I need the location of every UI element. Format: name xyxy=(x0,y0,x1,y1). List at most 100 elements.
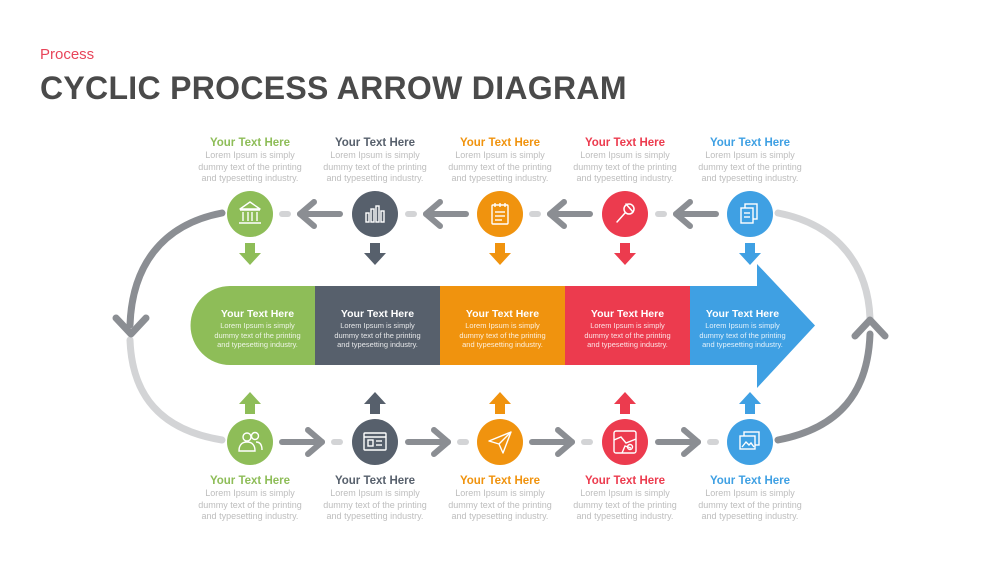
users-icon xyxy=(238,431,263,452)
left-loop-upper-arc xyxy=(126,209,226,329)
band-line: Lorem Ipsum is simply xyxy=(465,321,540,330)
down-arrow-slate xyxy=(364,243,386,265)
top-label-heading: Your Text Here xyxy=(209,137,291,149)
bottom-label-slate: Your Text Here Lorem Ipsum is simply dum… xyxy=(310,474,440,523)
bottom-label-line: dummy text of the printing xyxy=(448,499,552,510)
up-arrow-orange xyxy=(489,392,511,414)
top-label-green: Your Text Here Lorem Ipsum is simply dum… xyxy=(185,136,315,185)
top-label-line: Lorem Ipsum is simply xyxy=(330,150,420,160)
bottom-label-line: dummy text of the printing xyxy=(323,499,427,510)
band-segment-red xyxy=(565,286,690,365)
bottom-label-heading: Your Text Here xyxy=(459,475,541,487)
bottom-node-orange xyxy=(477,419,523,465)
top-label-line: dummy text of the printing xyxy=(198,161,302,172)
band-line: dummy text of the printing xyxy=(699,330,786,340)
top-label-line: and typesetting industry. xyxy=(576,173,674,183)
band-segment-orange xyxy=(440,286,565,365)
band-line: dummy text of the printing xyxy=(334,330,421,340)
top-label-red: Your Text Here Lorem Ipsum is simply dum… xyxy=(560,136,690,185)
top-label-line: and typesetting industry. xyxy=(201,173,299,183)
top-label-line: Lorem Ipsum is simply xyxy=(580,150,670,160)
down-arrow-orange xyxy=(489,243,511,265)
top-label-line: dummy text of the printing xyxy=(573,161,677,172)
gallery-icon xyxy=(739,431,760,450)
down-arrow-blue xyxy=(739,243,761,265)
band-line: Lorem Ipsum is simply xyxy=(220,321,295,330)
band-line: and typesetting industry. xyxy=(702,340,783,349)
band-text-orange: Your Text Here Lorem Ipsum is simply dum… xyxy=(440,286,565,365)
band-text-green: Your Text Here Lorem Ipsum is simply dum… xyxy=(195,286,320,365)
up-arrow-red xyxy=(614,392,636,414)
band-line: and typesetting industry. xyxy=(337,340,418,349)
bottom-label-line: dummy text of the printing xyxy=(698,499,802,510)
bottom-label-heading: Your Text Here xyxy=(584,475,666,487)
bottom-label-line: and typesetting industry. xyxy=(701,511,799,521)
notepad-icon xyxy=(491,203,509,225)
band-line: dummy text of the printing xyxy=(214,330,301,340)
top-label-heading: Your Text Here xyxy=(709,137,791,149)
top-label-line: Lorem Ipsum is simply xyxy=(705,150,795,160)
top-label-line: and typesetting industry. xyxy=(326,173,424,183)
bottom-label-orange: Your Text Here Lorem Ipsum is simply dum… xyxy=(435,474,565,523)
bank-icon xyxy=(239,201,261,224)
up-arrow-slate xyxy=(364,392,386,414)
top-node-green xyxy=(227,191,273,237)
bottom-label-line: and typesetting industry. xyxy=(451,511,549,521)
band-heading: Your Text Here xyxy=(465,308,540,320)
bottom-connector-2 xyxy=(405,427,469,457)
documents-icon xyxy=(740,203,758,224)
bottom-node-slate xyxy=(352,419,398,465)
top-label-line: Lorem Ipsum is simply xyxy=(455,150,545,160)
top-node-orange xyxy=(477,191,523,237)
bottom-label-line: and typesetting industry. xyxy=(326,511,424,521)
top-label-heading: Your Text Here xyxy=(584,137,666,149)
top-label-line: Lorem Ipsum is simply xyxy=(205,150,295,160)
top-label-orange: Your Text Here Lorem Ipsum is simply dum… xyxy=(435,136,565,185)
band-segment-blue-arrow xyxy=(690,264,815,388)
microphone-icon xyxy=(616,203,635,223)
right-loop-arrowhead xyxy=(851,316,889,340)
paper-plane-icon xyxy=(488,431,512,454)
top-node-slate xyxy=(352,191,398,237)
map-icon xyxy=(613,430,637,454)
top-label-line: dummy text of the printing xyxy=(448,161,552,172)
band-heading: Your Text Here xyxy=(590,308,665,320)
bottom-label-line: Lorem Ipsum is simply xyxy=(705,488,795,498)
bottom-label-line: Lorem Ipsum is simply xyxy=(330,488,420,498)
left-loop-lower-arc xyxy=(126,336,226,444)
top-label-slate: Your Text Here Lorem Ipsum is simply dum… xyxy=(310,136,440,185)
band-line: dummy text of the printing xyxy=(459,330,546,340)
subtitle: Process xyxy=(40,46,95,63)
top-connector-1 xyxy=(279,199,343,229)
band-line: and typesetting industry. xyxy=(462,340,543,349)
top-label-line: dummy text of the printing xyxy=(698,161,802,172)
top-connector-2 xyxy=(405,199,469,229)
bottom-connector-4 xyxy=(655,427,719,457)
bottom-label-line: Lorem Ipsum is simply xyxy=(455,488,545,498)
right-loop-upper-arc xyxy=(774,209,874,322)
up-arrow-green xyxy=(239,392,261,414)
bottom-label-line: and typesetting industry. xyxy=(576,511,674,521)
bottom-label-blue: Your Text Here Lorem Ipsum is simply dum… xyxy=(685,474,815,523)
down-arrow-red xyxy=(614,243,636,265)
band-line: Lorem Ipsum is simply xyxy=(340,321,415,330)
bar-chart-icon xyxy=(365,205,385,223)
band-heading: Your Text Here xyxy=(340,308,415,320)
up-arrow-blue xyxy=(739,392,761,414)
bottom-label-green: Your Text Here Lorem Ipsum is simply dum… xyxy=(185,474,315,523)
bottom-label-line: dummy text of the printing xyxy=(198,499,302,510)
band-line: Lorem Ipsum is simply xyxy=(705,321,780,330)
band-line: and typesetting industry. xyxy=(217,340,298,349)
bottom-label-line: dummy text of the printing xyxy=(573,499,677,510)
bottom-connector-1 xyxy=(279,427,343,457)
top-label-heading: Your Text Here xyxy=(334,137,416,149)
bottom-label-heading: Your Text Here xyxy=(209,475,291,487)
card-icon xyxy=(363,432,387,451)
band-heading: Your Text Here xyxy=(220,308,295,320)
bottom-label-line: Lorem Ipsum is simply xyxy=(205,488,295,498)
bottom-label-line: Lorem Ipsum is simply xyxy=(580,488,670,498)
top-connector-3 xyxy=(529,199,593,229)
top-label-line: dummy text of the printing xyxy=(323,161,427,172)
bottom-label-heading: Your Text Here xyxy=(334,475,416,487)
bottom-label-heading: Your Text Here xyxy=(709,475,791,487)
